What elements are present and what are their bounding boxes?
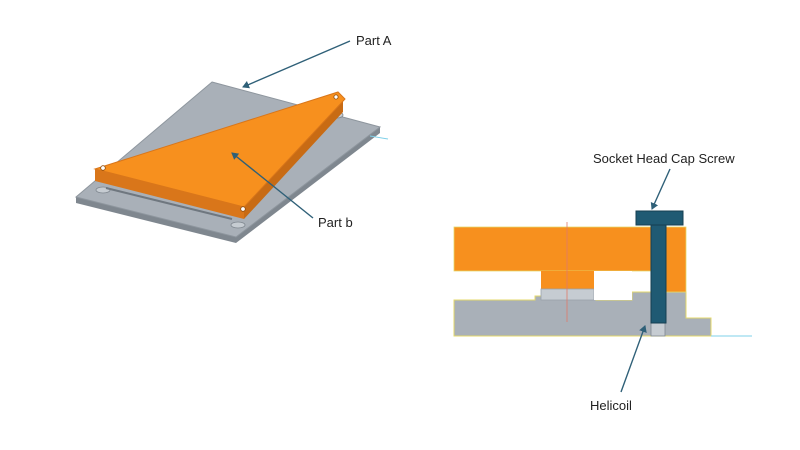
part-b-plate (93, 91, 346, 208)
section-gap (594, 271, 632, 300)
section-view (453, 210, 752, 337)
leader-screw (650, 168, 671, 210)
screw-label: Socket Head Cap Screw (593, 151, 735, 166)
helicoil-insert (650, 321, 666, 337)
part-b-label: Part b (318, 215, 353, 230)
part-b-side-front (95, 169, 244, 219)
section-standoff-base (540, 288, 595, 301)
standoff (230, 221, 246, 229)
leader-part-a (242, 40, 351, 89)
part-a-label: Part A (356, 33, 392, 48)
screw-shank (650, 224, 667, 324)
screw-head (635, 210, 684, 226)
helicoil-label: Helicoil (590, 398, 632, 413)
leader-part-b (231, 152, 314, 219)
hole (333, 94, 339, 100)
hole (100, 165, 106, 171)
section-standoff (541, 271, 594, 293)
rail (105, 187, 233, 220)
part-b-side-right (244, 100, 343, 219)
edge-line (369, 135, 389, 140)
leader-helicoil (620, 325, 647, 393)
isometric-view (74, 81, 389, 243)
hole (240, 206, 246, 212)
